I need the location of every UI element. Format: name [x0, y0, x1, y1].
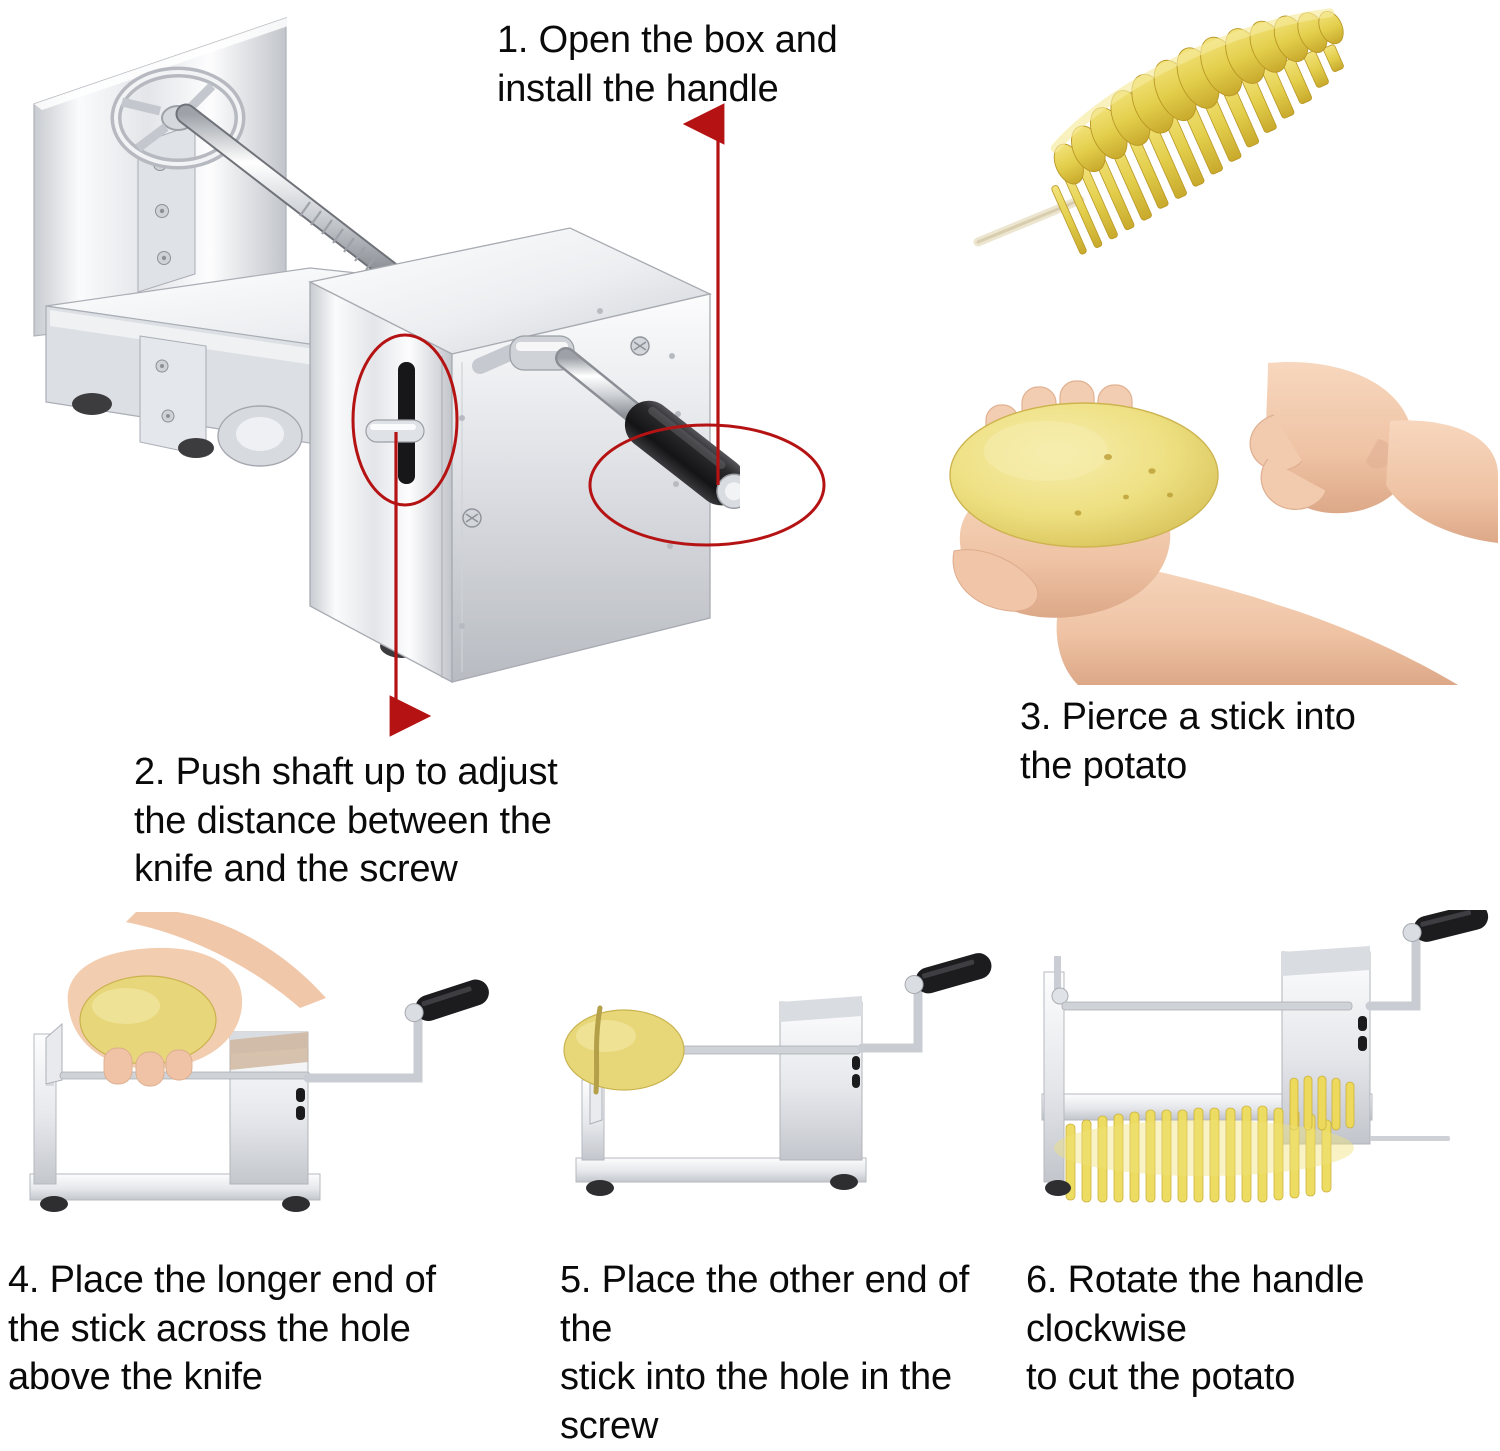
hand-potato-photo	[938, 355, 1498, 685]
step-6-caption: 6. Rotate the handle clockwise to cut th…	[1026, 1259, 1365, 1399]
instruction-sheet: 1. Open the box and install the handle 2…	[8, 4, 1498, 1447]
step5-photo	[518, 930, 1018, 1237]
spiral-potato-photo	[960, 4, 1495, 274]
step-4-caption: 4. Place the longer end of the stick acr…	[8, 1259, 436, 1399]
step-3-caption: 3. Pierce a stick into the potato	[1020, 696, 1356, 787]
step-1-caption: 1. Open the box and install the handle	[497, 19, 838, 110]
step6-photo	[1008, 910, 1498, 1237]
step-5-caption: 5. Place the other end of the stick into…	[560, 1259, 970, 1447]
step4-photo	[8, 912, 508, 1237]
step-2-caption: 2. Push shaft up to adjust the distance …	[134, 751, 558, 891]
